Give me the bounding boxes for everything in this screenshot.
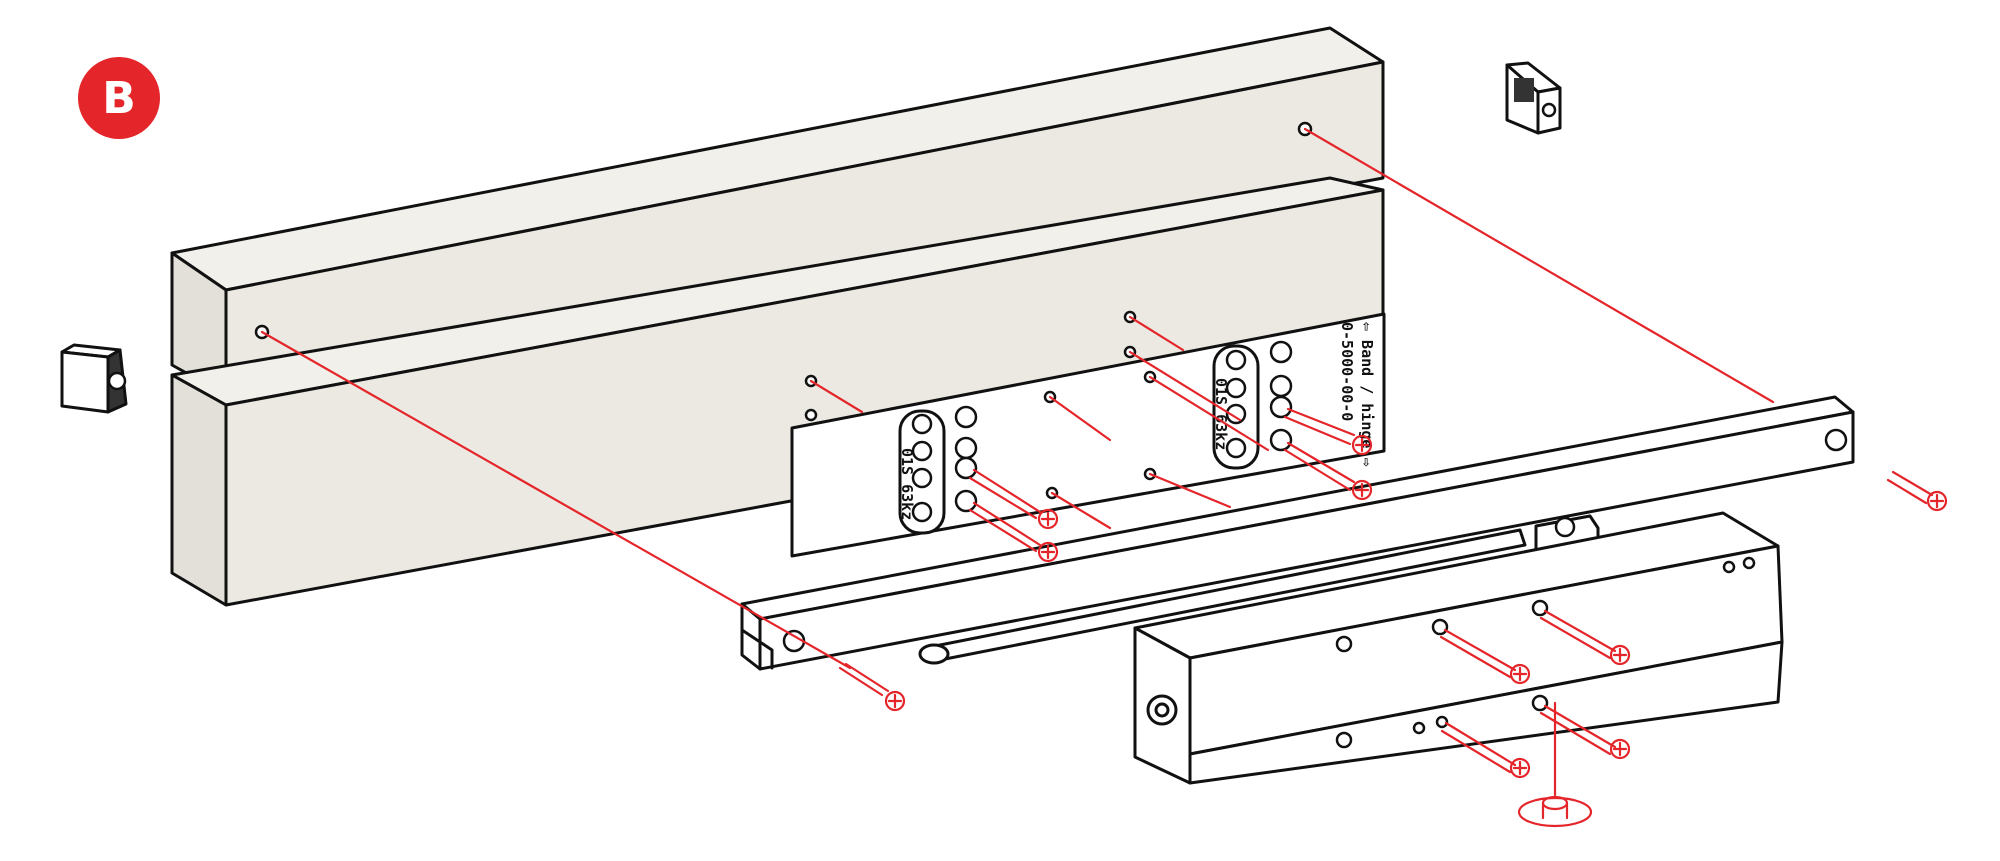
screw-8 <box>1539 609 1631 666</box>
washer <box>1517 795 1593 828</box>
screw-4 <box>968 501 1059 563</box>
screw-1 <box>838 662 906 712</box>
frame-upper-beam <box>170 26 1385 397</box>
screws <box>838 407 1948 828</box>
plate-holes <box>911 340 1293 523</box>
mounting-plate: 01S 63kz 01S 63kz ⇦ Band / hinge ⇨ 0-500… <box>790 312 1386 558</box>
door-closer-body <box>1133 511 1784 785</box>
screw-9 <box>1440 721 1531 779</box>
screw-7 <box>1439 628 1531 685</box>
plate-label-code: 0-5000-00-0 <box>1338 322 1356 421</box>
plate-label-left: 01S 63kz <box>898 448 916 520</box>
screw-5 <box>1283 407 1373 456</box>
step-label: B <box>102 72 136 124</box>
alignment-lines <box>260 127 1775 797</box>
guide-rail <box>740 395 1855 671</box>
screw-10 <box>1539 704 1631 760</box>
screw-6 <box>1283 441 1373 501</box>
plate-label-right: 01S 63kz <box>1212 378 1230 450</box>
plate-label-side: ⇦ Band / hinge ⇨ <box>1358 322 1376 467</box>
screw-3 <box>968 468 1059 530</box>
step-badge: B <box>78 57 160 139</box>
end-cap-left-icon <box>60 343 128 414</box>
end-cap-right-icon <box>1505 61 1562 135</box>
frame-lower-beam <box>170 176 1385 607</box>
screw-2 <box>1886 470 1948 512</box>
